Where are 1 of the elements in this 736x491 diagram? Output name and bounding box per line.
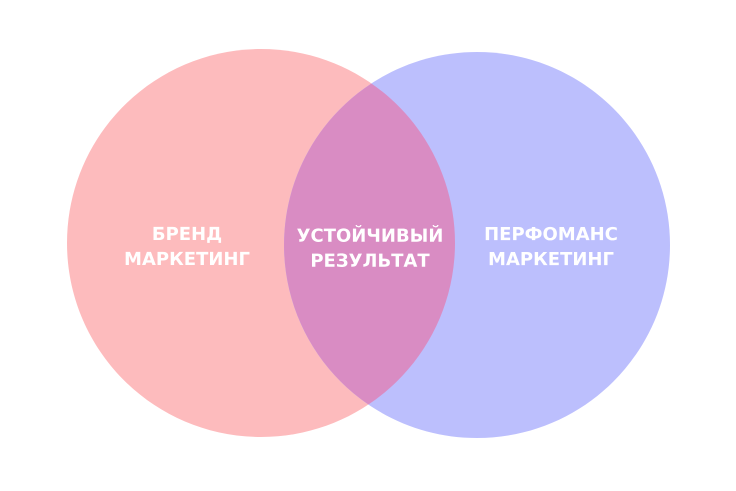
- overlap-lens: УСТОЙЧИВЫЙ РЕЗУЛЬТАТ: [284, 83, 455, 405]
